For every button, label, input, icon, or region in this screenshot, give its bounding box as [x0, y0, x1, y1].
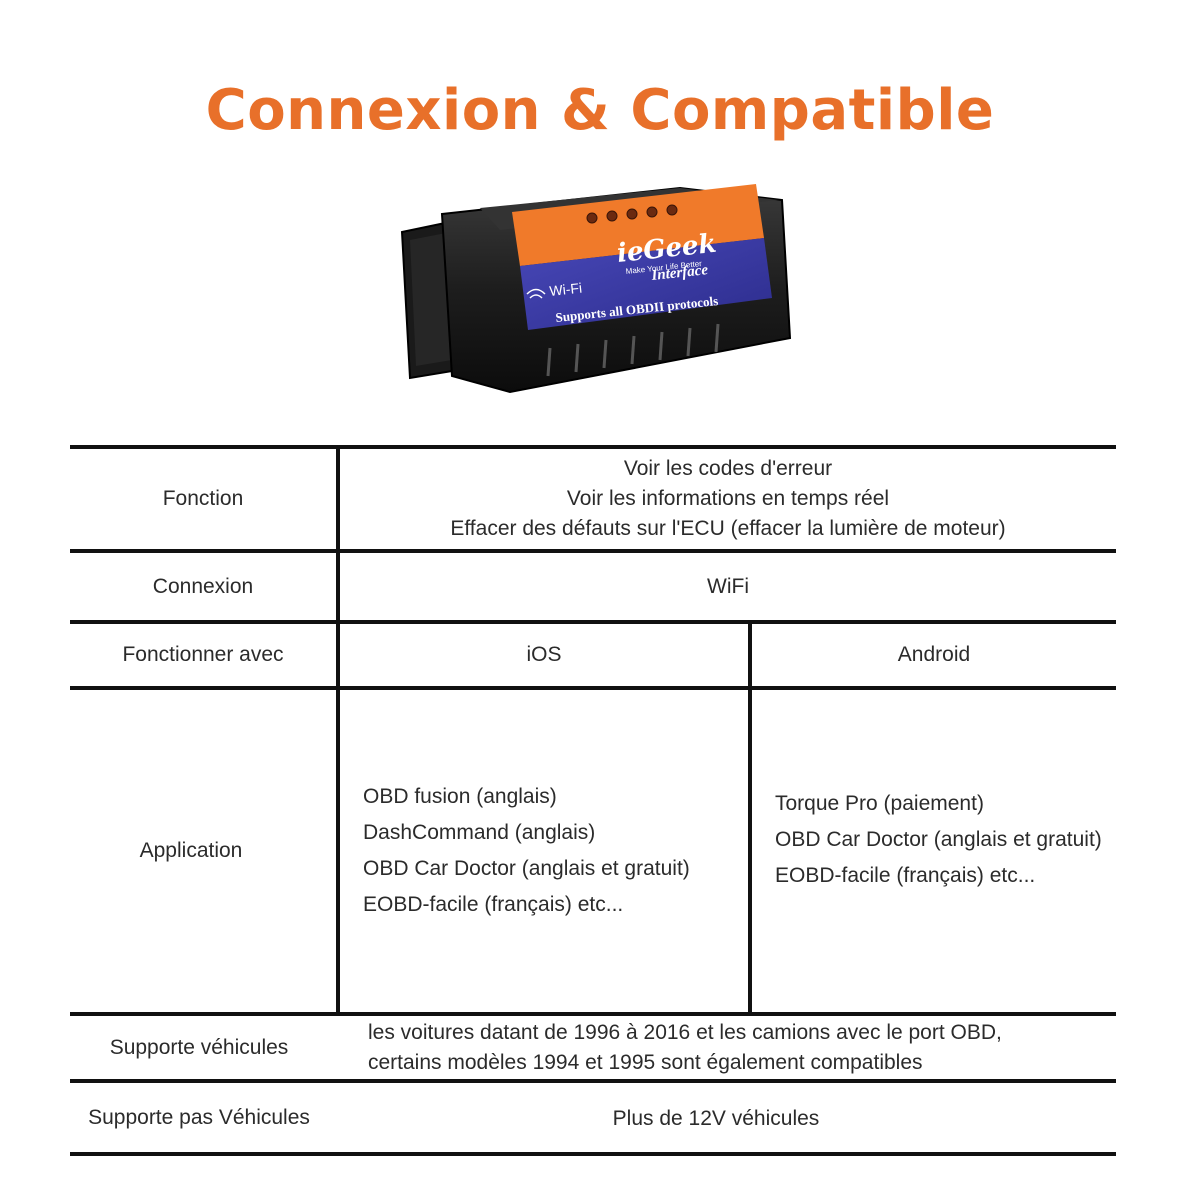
row-label-supporte: Supporte véhicules	[109, 1035, 289, 1059]
fonction-line: Voir les informations en temps réel	[566, 487, 890, 510]
row-divider	[70, 549, 1116, 553]
fonction-line: Voir les codes d'erreur	[623, 457, 833, 480]
row-label-application: Application	[139, 839, 243, 862]
page-title: Connexion & Compatible	[205, 78, 995, 143]
ios-app-item: DashCommand (anglais)	[363, 821, 596, 844]
fonction-values: Voir les codes d'erreur Voir les informa…	[340, 449, 1116, 549]
row-divider	[70, 1152, 1116, 1156]
android-apps: Torque Pro (paiement) OBD Car Doctor (an…	[775, 690, 1155, 990]
android-app-item: OBD Car Doctor (anglais et gratuit)	[775, 828, 1102, 851]
ios-apps: OBD fusion (anglais) DashCommand (anglai…	[363, 690, 748, 1012]
supporte-line: certains modèles 1994 et 1995 sont égale…	[368, 1050, 923, 1074]
row-divider	[70, 1012, 1116, 1016]
interface-text: Interface	[650, 262, 709, 284]
android-header: Android	[897, 643, 971, 666]
row-divider	[70, 445, 1116, 449]
row-label-fonctionner: Fonctionner avec	[122, 643, 284, 666]
row-divider	[70, 686, 1116, 690]
row-divider	[70, 1079, 1116, 1083]
row-divider	[70, 620, 1116, 624]
android-app-item: Torque Pro (paiement)	[775, 792, 984, 815]
column-divider	[748, 623, 752, 1012]
row-label-connexion: Connexion	[152, 574, 254, 598]
supporte-pas-value: Plus de 12V véhicules	[612, 1107, 820, 1130]
connexion-value: WiFi	[707, 574, 749, 598]
row-label-fonction: Fonction	[162, 487, 244, 510]
supporte-line: les voitures datant de 1996 à 2016 et le…	[368, 1020, 1002, 1044]
ios-app-item: OBD fusion (anglais)	[363, 785, 557, 808]
obd-adapter-image: ieGeek Make Your Life Better Wi-Fi Inter…	[400, 184, 792, 394]
column-divider	[336, 448, 340, 1012]
fonction-line: Effacer des défauts sur l'ECU (effacer l…	[450, 517, 1006, 540]
row-label-supporte-pas: Supporte pas Véhicules	[88, 1105, 310, 1129]
ios-app-item: EOBD-facile (français) etc...	[363, 893, 624, 916]
supporte-values: les voitures datant de 1996 à 2016 et le…	[368, 1016, 1116, 1079]
wifi-icon	[526, 288, 546, 299]
wifi-text: Wi-Fi	[549, 280, 583, 299]
ios-header: iOS	[526, 643, 562, 666]
ios-app-item: OBD Car Doctor (anglais et gratuit)	[363, 857, 690, 880]
android-app-item: EOBD-facile (français) etc...	[775, 864, 1036, 887]
